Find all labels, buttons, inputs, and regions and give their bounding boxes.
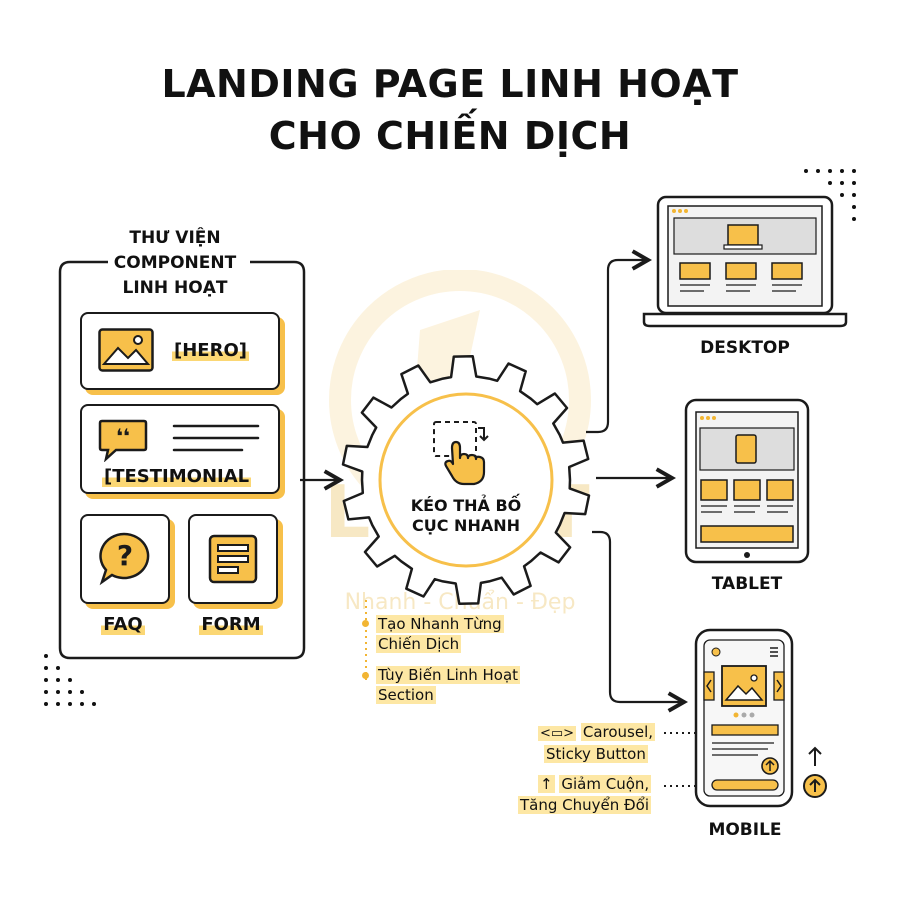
svg-text:?: ? <box>117 539 133 572</box>
svg-text:❛❛: ❛❛ <box>116 424 130 448</box>
faq-label: FAQ <box>101 614 145 635</box>
gear-text-line1: KÉO THẢ BỐ <box>410 496 522 515</box>
testimonial-label: [TESTIMONIAL <box>102 466 252 487</box>
tablet-icon <box>684 398 810 564</box>
scroll-up-icon <box>803 746 827 798</box>
feature-bullet-1 <box>362 620 369 627</box>
gear-text-line2: CỤC NHANH <box>412 516 520 535</box>
arrow-up-icon: ↑ <box>538 775 555 793</box>
question-bubble-icon: ? <box>99 532 150 586</box>
hero-label: [HERO] <box>172 340 249 361</box>
page-title-line1: LANDING PAGE LINH HOẠT <box>161 62 739 106</box>
text-lines-icon <box>172 424 260 452</box>
quote-bubble-icon: ❛❛ <box>98 419 148 462</box>
carousel-note: <▭> Carousel, Sticky Button <box>538 723 656 763</box>
faq-component-card[interactable]: ? <box>80 514 170 604</box>
dot-grid-top-right <box>804 169 856 221</box>
hero-component-card[interactable]: [HERO] <box>80 312 280 390</box>
device-label-tablet: TABLET <box>711 574 783 594</box>
form-icon <box>208 534 258 584</box>
dot-grid-bottom-left <box>44 654 96 706</box>
device-label-desktop: DESKTOP <box>700 338 790 358</box>
device-label-mobile: MOBILE <box>708 820 782 840</box>
page-title-line2: CHO CHIẾN DỊCH <box>268 114 632 158</box>
mobile-phone-icon <box>694 628 794 808</box>
feature-2: Tùy Biến Linh Hoạt Section <box>376 666 521 704</box>
scroll-note: ↑ Giảm Cuộn, Tăng Chuyển Đổi <box>518 775 652 814</box>
feature-1: Tạo Nhanh Từng Chiến Dịch <box>376 615 504 653</box>
carousel-icon: <▭> <box>538 726 577 741</box>
feature-bullet-2 <box>362 672 369 679</box>
laptop-icon <box>642 195 848 328</box>
library-frame <box>58 260 306 660</box>
drag-hand-icon <box>433 421 489 486</box>
form-label: FORM <box>199 614 263 635</box>
library-heading-line2: COMPONENT <box>113 253 237 273</box>
image-icon <box>98 328 154 372</box>
library-heading-line3: LINH HOẠT <box>122 278 228 298</box>
form-component-card[interactable] <box>188 514 278 604</box>
testimonial-component-card[interactable]: ❛❛ [TESTIMONIAL <box>80 404 280 494</box>
library-heading-line1: THƯ VIỆN <box>129 228 221 248</box>
